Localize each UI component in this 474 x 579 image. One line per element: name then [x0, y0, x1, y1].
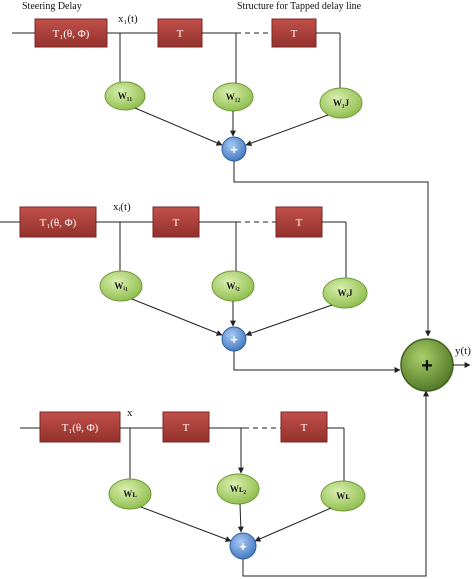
signal-label: xᵢ(t) [113, 201, 131, 213]
sum-label: + [239, 539, 247, 554]
arrow-line [245, 114, 329, 146]
weight-label: WᵢJ [337, 288, 353, 298]
weight-label: W₁₂ [226, 92, 241, 102]
steering-delay-box [39, 411, 121, 443]
route-line [233, 351, 401, 373]
signal-label: x₁(t) [118, 13, 138, 25]
row-3: T₁(θ, Φ) x T T Wʟ Wʟ₂ Wʟ + [20, 390, 429, 577]
weight-label: Wᵢ₂ [226, 281, 240, 291]
steering-delay-text: T₁(θ, Φ) [53, 28, 90, 40]
route-line [242, 390, 429, 577]
sum-label: + [230, 332, 238, 347]
weight-node [104, 81, 146, 111]
weight-label: W₁J [333, 98, 350, 108]
weight-node [99, 270, 143, 302]
steering-delay-text: T₁(θ, Φ) [62, 422, 99, 434]
sum-label: + [230, 142, 238, 157]
arrow-line [140, 506, 232, 542]
output-label: y(t) [455, 345, 471, 357]
tap-delay-text-2: T [296, 217, 303, 229]
tap-delay-box-2 [280, 411, 328, 443]
arrow-line [237, 503, 244, 533]
arrow-line [254, 507, 332, 542]
weight-label: Wᵢ₁ [114, 281, 128, 291]
weight-label: Wʟ [123, 489, 137, 499]
steering-delay-box [19, 206, 97, 238]
steering-delay-label: Steering Delay [22, 1, 82, 12]
signal-label: x [127, 407, 133, 419]
weight-node [320, 480, 366, 512]
tapped-structure-label: Structure for Tapped delay line [237, 1, 362, 12]
weight-label: Wʟ₂ [230, 484, 247, 494]
weight-node [319, 87, 363, 119]
steering-delay-text: T₁(θ, Φ) [40, 217, 77, 229]
output-combiner: + y(t) [400, 338, 471, 392]
row-1: T₁(θ, Φ) x₁(t) T T W₁₁ W₁₂ W₁J + [12, 13, 431, 337]
weight-node [216, 473, 260, 505]
weight-label: W₁₁ [118, 91, 133, 101]
weight-label: Wʟ [336, 491, 350, 501]
tap-delay-box-1 [162, 411, 210, 443]
weight-node [322, 277, 368, 309]
arrow-line [131, 298, 223, 336]
tap-delay-text-2: T [301, 422, 308, 434]
weight-node [108, 478, 152, 510]
tap-delay-text-1: T [177, 28, 184, 40]
tap-delay-box-1 [152, 206, 200, 238]
tap-delay-box-2 [271, 18, 317, 48]
row-2: T₁(θ, Φ) xᵢ(t) T T Wᵢ₁ Wᵢ₂ WᵢJ + [0, 201, 401, 373]
tap-delay-text-1: T [183, 422, 190, 434]
tap-delay-text-2: T [291, 28, 298, 40]
big-sum-label: + [421, 355, 433, 377]
tap-delay-text-1: T [173, 217, 180, 229]
arrow-line [245, 304, 333, 337]
tap-delay-box-1 [157, 18, 203, 48]
arrow-line [134, 107, 223, 146]
route-line [233, 161, 431, 337]
